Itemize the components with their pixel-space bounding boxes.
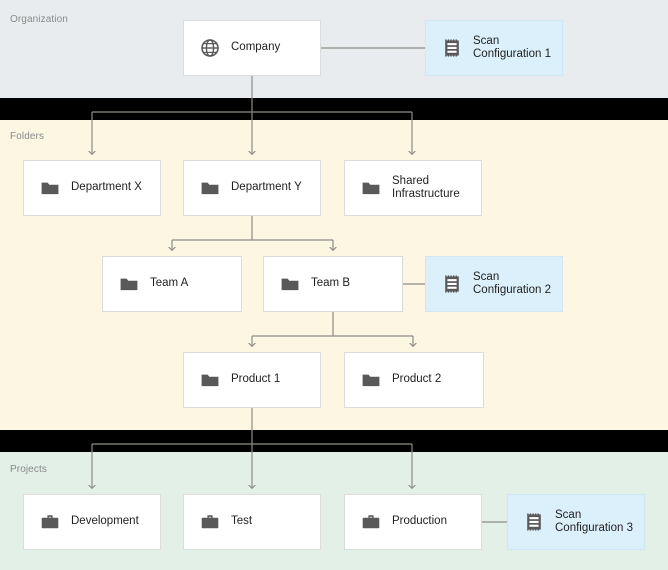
folder-icon: [201, 182, 219, 195]
node-scan-configuration-2-label: Scan Configuration 2: [473, 270, 551, 297]
node-department-y-label: Department Y: [231, 181, 302, 194]
node-scan-configuration-1[interactable]: Scan Configuration 1: [425, 20, 563, 76]
folders-section-label: Folders: [10, 131, 45, 142]
folder-icon: [41, 182, 59, 195]
briefcase-icon: [41, 515, 59, 529]
organization-section-band: [0, 0, 668, 98]
separator-band-bottom: [0, 430, 668, 452]
node-product-2-label: Product 2: [392, 373, 442, 386]
folder-icon: [201, 374, 219, 387]
node-scan-configuration-1-label: Scan Configuration 1: [473, 34, 551, 61]
folder-icon: [120, 278, 138, 291]
node-test-label: Test: [231, 515, 253, 528]
node-product-1[interactable]: Product 1: [183, 352, 321, 408]
folder-icon: [281, 278, 299, 291]
node-team-b[interactable]: Team B: [263, 256, 403, 312]
node-product-1-label: Product 1: [231, 373, 281, 386]
node-team-a-label: Team A: [150, 277, 189, 290]
separator-band-top: [0, 98, 668, 120]
node-scan-configuration-3-label: Scan Configuration 3: [555, 508, 633, 535]
node-scan-configuration-2[interactable]: Scan Configuration 2: [425, 256, 563, 312]
node-shared-infrastructure-label: Shared Infrastructure: [392, 174, 460, 201]
briefcase-icon: [201, 515, 219, 529]
organization-section-label: Organization: [10, 14, 68, 25]
node-department-y[interactable]: Department Y: [183, 160, 321, 216]
briefcase-icon: [362, 515, 380, 529]
node-shared-infrastructure[interactable]: Shared Infrastructure: [344, 160, 482, 216]
node-company-label: Company: [231, 41, 281, 54]
node-company[interactable]: Company: [183, 20, 321, 76]
node-team-a[interactable]: Team A: [102, 256, 242, 312]
projects-section-label: Projects: [10, 464, 47, 475]
node-development[interactable]: Development: [23, 494, 161, 550]
node-test[interactable]: Test: [183, 494, 321, 550]
node-scan-configuration-3[interactable]: Scan Configuration 3: [507, 494, 645, 550]
node-product-2[interactable]: Product 2: [344, 352, 484, 408]
folder-icon: [362, 374, 380, 387]
scan-config-icon: [445, 275, 459, 293]
globe-icon: [201, 39, 219, 57]
scan-config-icon: [527, 513, 541, 531]
node-team-b-label: Team B: [311, 277, 350, 290]
node-development-label: Development: [71, 515, 139, 528]
node-production[interactable]: Production: [344, 494, 482, 550]
node-production-label: Production: [392, 515, 447, 528]
scan-config-icon: [445, 39, 459, 57]
folder-icon: [362, 182, 380, 195]
node-department-x-label: Department X: [71, 181, 142, 194]
node-department-x[interactable]: Department X: [23, 160, 161, 216]
